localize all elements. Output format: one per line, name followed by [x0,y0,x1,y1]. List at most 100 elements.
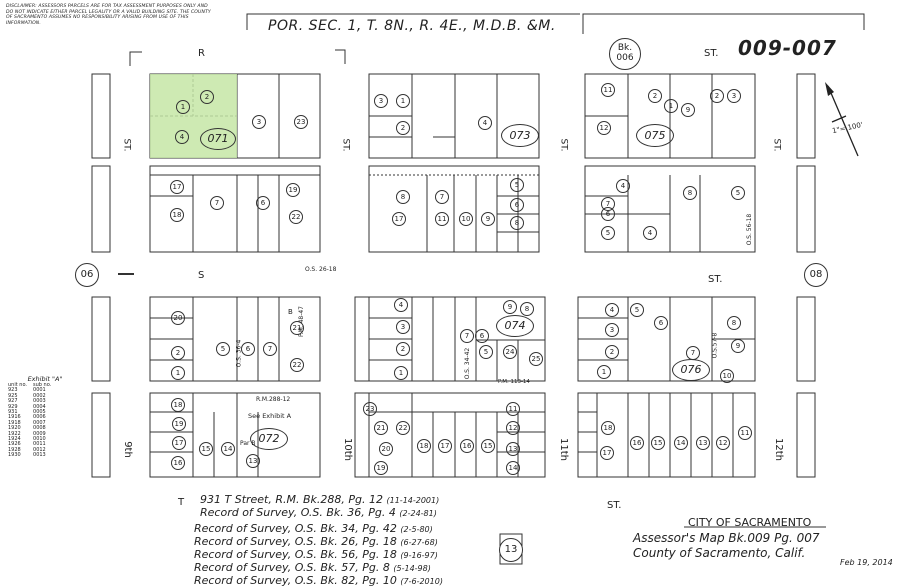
parcel-circle[interactable]: 10 [720,369,734,383]
parcel-circle[interactable]: 10 [459,212,473,226]
parcel-circle[interactable]: 22 [290,358,304,372]
parcel-circle[interactable]: 6 [601,207,615,221]
block-oval-071[interactable]: 071 [200,128,236,150]
parcel-circle[interactable]: 6 [510,198,524,212]
parcel-circle[interactable]: 6 [654,316,668,330]
parcel-circle[interactable]: 2 [171,346,185,360]
parcel-circle[interactable]: 11 [601,83,615,97]
parcel-circle[interactable]: 9 [503,300,517,314]
adjacent-page-08[interactable]: 08 [804,263,828,287]
parcel-circle[interactable]: 14 [221,442,235,456]
block-oval-075[interactable]: 075 [636,124,674,147]
parcel-circle[interactable]: 13 [696,436,710,450]
adjacent-page-13[interactable]: 13 [499,538,523,562]
parcel-circle[interactable]: 7 [263,342,277,356]
parcel-circle[interactable]: 21 [374,421,388,435]
parcel-circle[interactable]: 9 [481,212,495,226]
parcel-circle[interactable]: 11 [506,402,520,416]
parcel-circle[interactable]: 2 [396,342,410,356]
parcel-circle[interactable]: 1 [597,365,611,379]
parcel-circle[interactable]: 11 [738,426,752,440]
parcel-circle[interactable]: 3 [727,89,741,103]
parcel-circle[interactable]: 5 [731,186,745,200]
parcel-circle[interactable]: 23 [363,402,377,416]
parcel-circle[interactable]: 3 [396,320,410,334]
parcel-circle[interactable]: 8 [520,302,534,316]
parcel-circle[interactable]: 12 [716,436,730,450]
parcel-circle[interactable]: 1 [394,366,408,380]
parcel-circle[interactable]: 15 [651,436,665,450]
parcel-circle[interactable]: 2 [200,90,214,104]
parcel-circle[interactable]: 22 [289,210,303,224]
parcel-circle[interactable]: 1 [664,99,678,113]
parcel-circle[interactable]: 17 [172,436,186,450]
block-oval-072[interactable]: 072 [250,428,288,450]
parcel-circle[interactable]: 19 [172,417,186,431]
parcel-circle[interactable]: 14 [674,436,688,450]
parcel-circle[interactable]: 24 [503,345,517,359]
parcel-circle[interactable]: 18 [171,398,185,412]
parcel-circle[interactable]: 6 [475,329,489,343]
parcel-circle[interactable]: 12 [597,121,611,135]
parcel-circle[interactable]: 8 [396,190,410,204]
parcel-circle[interactable]: 15 [481,439,495,453]
parcel-circle[interactable]: 9 [681,103,695,117]
parcel-circle[interactable]: 9 [731,339,745,353]
parcel-circle[interactable]: 17 [392,212,406,226]
parcel-circle[interactable]: 4 [616,179,630,193]
block-oval-076[interactable]: 076 [672,359,710,381]
parcel-circle[interactable]: 17 [600,446,614,460]
parcel-circle[interactable]: 5 [216,342,230,356]
parcel-circle[interactable]: 7 [460,329,474,343]
parcel-circle[interactable]: 3 [252,115,266,129]
parcel-circle[interactable]: 1 [171,366,185,380]
see-exhibit[interactable]: See Exhibit A [248,412,292,420]
parcel-circle[interactable]: 8 [727,316,741,330]
parcel-circle[interactable]: 3 [605,323,619,337]
parcel-circle[interactable]: 2 [648,89,662,103]
parcel-circle[interactable]: 1 [396,94,410,108]
parcel-circle[interactable]: 20 [379,442,393,456]
parcel-circle[interactable]: 15 [199,442,213,456]
parcel-circle[interactable]: 18 [417,439,431,453]
parcel-circle[interactable]: 21 [290,321,304,335]
parcel-circle[interactable]: 25 [529,352,543,366]
parcel-circle[interactable]: 4 [478,116,492,130]
parcel-circle[interactable]: 16 [630,436,644,450]
parcel-circle[interactable]: 12 [506,421,520,435]
adjacent-page-06[interactable]: 06 [75,263,99,287]
parcel-circle[interactable]: 4 [643,226,657,240]
parcel-circle[interactable]: 8 [683,186,697,200]
parcel-circle[interactable]: 22 [396,421,410,435]
parcel-circle[interactable]: 19 [374,461,388,475]
parcel-circle[interactable]: 14 [506,461,520,475]
parcel-circle[interactable]: 4 [605,303,619,317]
parcel-circle[interactable]: 11 [435,212,449,226]
parcel-circle[interactable]: 5 [601,226,615,240]
parcel-circle[interactable]: 19 [286,183,300,197]
parcel-circle[interactable]: 4 [175,130,189,144]
parcel-circle[interactable]: 5 [479,345,493,359]
parcel-circle[interactable]: 2 [605,345,619,359]
block-oval-073[interactable]: 073 [501,124,539,147]
parcel-circle[interactable]: 8 [510,216,524,230]
parcel-circle[interactable]: 7 [686,346,700,360]
parcel-circle[interactable]: 18 [601,421,615,435]
parcel-circle[interactable]: 13 [506,442,520,456]
block-oval-074[interactable]: 074 [496,315,534,337]
parcel-circle[interactable]: 16 [171,456,185,470]
parcel-circle[interactable]: 3 [374,94,388,108]
parcel-circle[interactable]: 6 [241,342,255,356]
parcel-circle[interactable]: 7 [435,190,449,204]
parcel-circle[interactable]: 17 [438,439,452,453]
parcel-circle[interactable]: 2 [710,89,724,103]
parcel-circle[interactable]: 5 [510,178,524,192]
parcel-circle[interactable]: 2 [396,121,410,135]
parcel-circle[interactable]: 5 [630,303,644,317]
parcel-circle[interactable]: 17 [170,180,184,194]
parcel-circle[interactable]: 13 [246,454,260,468]
parcel-circle[interactable]: 18 [170,208,184,222]
book-circle[interactable]: Bk. 006 [609,38,641,70]
parcel-circle[interactable]: 1 [176,100,190,114]
parcel-circle[interactable]: 23 [294,115,308,129]
